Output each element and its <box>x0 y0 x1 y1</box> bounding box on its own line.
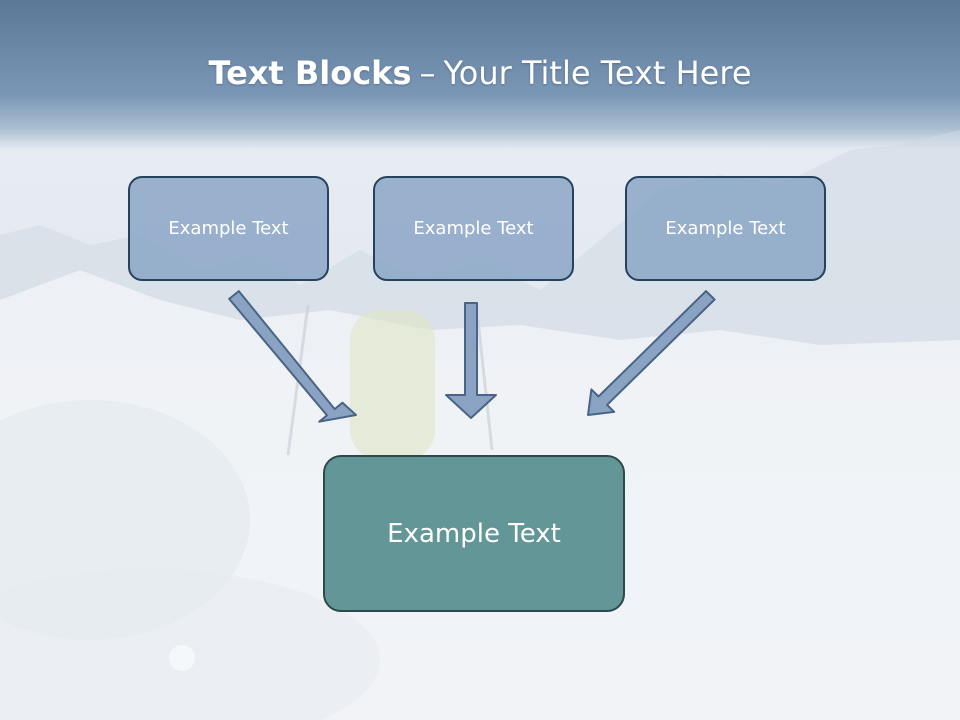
text-block-left: Example Text <box>128 176 329 281</box>
left-diagonal-arrow <box>228 290 357 423</box>
text-block-right: Example Text <box>625 176 826 281</box>
right-diagonal-arrow <box>587 290 716 416</box>
text-block-main: Example Text <box>323 455 625 612</box>
text-block-left-label: Example Text <box>168 218 289 239</box>
center-down-arrow <box>445 302 497 419</box>
title-rest: Your Title Text Here <box>443 54 752 92</box>
text-block-center: Example Text <box>373 176 574 281</box>
title-dash: – <box>419 54 436 92</box>
text-block-main-label: Example Text <box>387 518 561 549</box>
text-block-right-label: Example Text <box>665 218 786 239</box>
slide-title: Text Blocks–Your Title Text Here <box>0 54 960 92</box>
text-block-center-label: Example Text <box>413 218 534 239</box>
title-bold: Text Blocks <box>208 54 412 92</box>
